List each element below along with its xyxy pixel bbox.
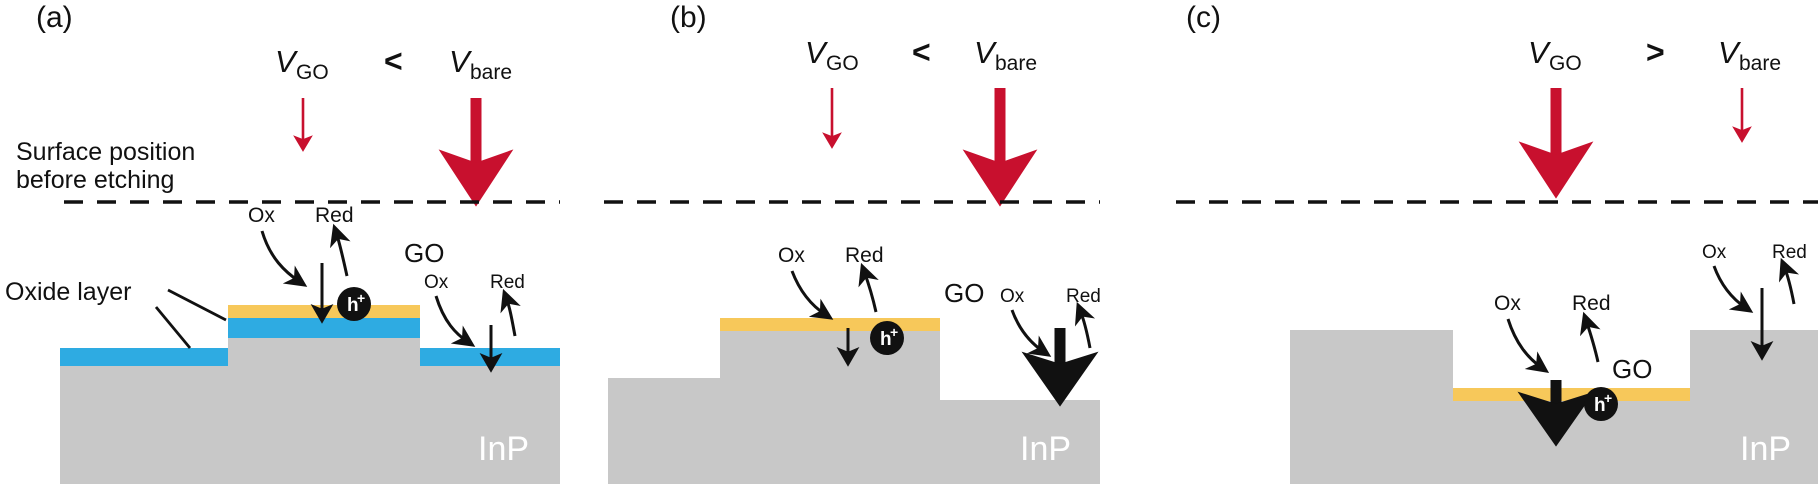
panel-c-ox-curve-right <box>1712 265 1754 313</box>
panel-a-comparison: < <box>384 43 403 79</box>
panel-c-go-film <box>1453 388 1690 401</box>
panel-a-inp-mesa-body <box>228 338 420 484</box>
panel-b-red-curve-left <box>858 262 879 313</box>
panel-c-go-label: GO <box>1612 354 1652 384</box>
panel-b-go-film <box>720 318 940 331</box>
panel-c-red-right: Red <box>1772 242 1807 263</box>
panel-a-go-label: GO <box>404 238 444 268</box>
panel-a-label: (a) <box>36 1 73 34</box>
panel-a-vbare-symbol: V <box>449 44 473 79</box>
panel-b-inp-substrate <box>608 330 1100 484</box>
panel-a-hole-left: h + <box>337 287 371 321</box>
panel-a-vgo-group: V GO <box>275 44 329 84</box>
panel-b-go-label: GO <box>944 278 984 308</box>
panel-a-red-left: Red <box>315 204 354 227</box>
panel-c-comparison: > <box>1646 34 1665 70</box>
panel-b-vbare-subscript: bare <box>995 52 1037 75</box>
panel-c-ox-left: Ox <box>1494 292 1521 315</box>
panel-a-inp-left-base <box>60 366 228 484</box>
oxide-leader-upper <box>167 288 227 322</box>
panel-b-comparison: < <box>912 34 931 70</box>
panel-c-ox-right: Ox <box>1702 242 1727 263</box>
panel-b-red-curve-right <box>1074 301 1096 349</box>
panel-b-label: (b) <box>670 1 707 34</box>
panel-c-hole-charge-left: + <box>1604 390 1612 406</box>
surface-caption-line1: Surface position <box>16 138 195 166</box>
panel-c-red-left: Red <box>1572 292 1611 315</box>
oxide-layer-label: Oxide layer <box>5 278 131 306</box>
panel-b-vgo-subscript: GO <box>826 52 859 75</box>
panel-a-hole-charge-left: + <box>357 290 365 306</box>
panel-c-label: (c) <box>1186 1 1221 34</box>
panel-a-vbare-group: V bare <box>449 44 512 84</box>
panel-c-vbare-subscript: bare <box>1739 52 1781 75</box>
panel-b-vgo-symbol: V <box>805 35 829 70</box>
panel-b: (b) V GO < V bare GO Ox Red h + Ox <box>604 1 1101 484</box>
panel-c-hole-circle-left <box>1584 387 1618 421</box>
panel-b-hole-left: h + <box>870 321 904 355</box>
oxide-leader-lower <box>154 306 192 349</box>
panel-a-ox-curve-right <box>434 295 476 347</box>
panel-b-vgo-group: V GO <box>805 35 859 75</box>
panel-a-inp-label: InP <box>478 430 529 468</box>
surface-caption-line2: before etching <box>16 166 174 194</box>
panel-a-inp-right-base <box>420 366 560 484</box>
panel-a-vgo-subscript: GO <box>296 61 329 84</box>
panel-c-inp-label: InP <box>1740 430 1791 468</box>
panel-a: (a) V GO < V bare Surface position befor… <box>5 1 560 484</box>
panel-c-vgo-symbol: V <box>1528 35 1552 70</box>
panel-b-ox-curve-left <box>790 270 834 320</box>
panel-b-hole-charge-left: + <box>890 324 898 340</box>
panel-a-oxide-mesa-top <box>228 318 420 338</box>
panel-a-ox-left: Ox <box>248 204 275 227</box>
panel-c-red-curve-right <box>1778 257 1800 305</box>
panel-b-inp-label: InP <box>1020 430 1071 468</box>
panel-a-vbare-subscript: bare <box>470 61 512 84</box>
panel-b-ox-curve-right <box>1010 309 1052 357</box>
panel-c-vgo-group: V GO <box>1528 35 1582 75</box>
panel-a-red-curve-left <box>330 223 351 277</box>
panel-a-hole-circle-left <box>337 287 371 321</box>
panel-c-ox-curve-left <box>1506 318 1550 374</box>
panel-c-vbare-group: V bare <box>1718 35 1781 75</box>
panel-c-vgo-subscript: GO <box>1549 52 1582 75</box>
panel-a-oxide-left-terrace <box>60 348 228 366</box>
panel-a-ox-right: Ox <box>424 272 449 293</box>
panel-a-go-film <box>228 305 420 318</box>
panel-b-red-left: Red <box>845 244 884 267</box>
panel-b-hole-circle-left <box>870 321 904 355</box>
panel-b-vbare-group: V bare <box>974 35 1037 75</box>
panel-c-hole-symbol-left: h <box>1594 395 1606 416</box>
panel-a-vgo-symbol: V <box>275 44 299 79</box>
panel-a-red-right: Red <box>490 272 525 293</box>
panel-a-ox-curve-left <box>260 230 308 287</box>
panel-b-hole-symbol-left: h <box>880 329 892 350</box>
panel-c: (c) V GO > V bare GO Ox Red h + Ox <box>1176 1 1818 484</box>
panel-b-ox-right: Ox <box>1000 286 1025 307</box>
panel-a-hole-symbol-left: h <box>347 295 359 316</box>
panel-c-vbare-symbol: V <box>1718 35 1742 70</box>
panel-c-hole-left: h + <box>1584 387 1618 421</box>
panel-a-red-curve-right <box>500 288 521 337</box>
panel-c-red-curve-left <box>1580 311 1601 363</box>
panel-b-red-right: Red <box>1066 286 1101 307</box>
panel-b-vbare-symbol: V <box>974 35 998 70</box>
panel-b-ox-left: Ox <box>778 244 805 267</box>
